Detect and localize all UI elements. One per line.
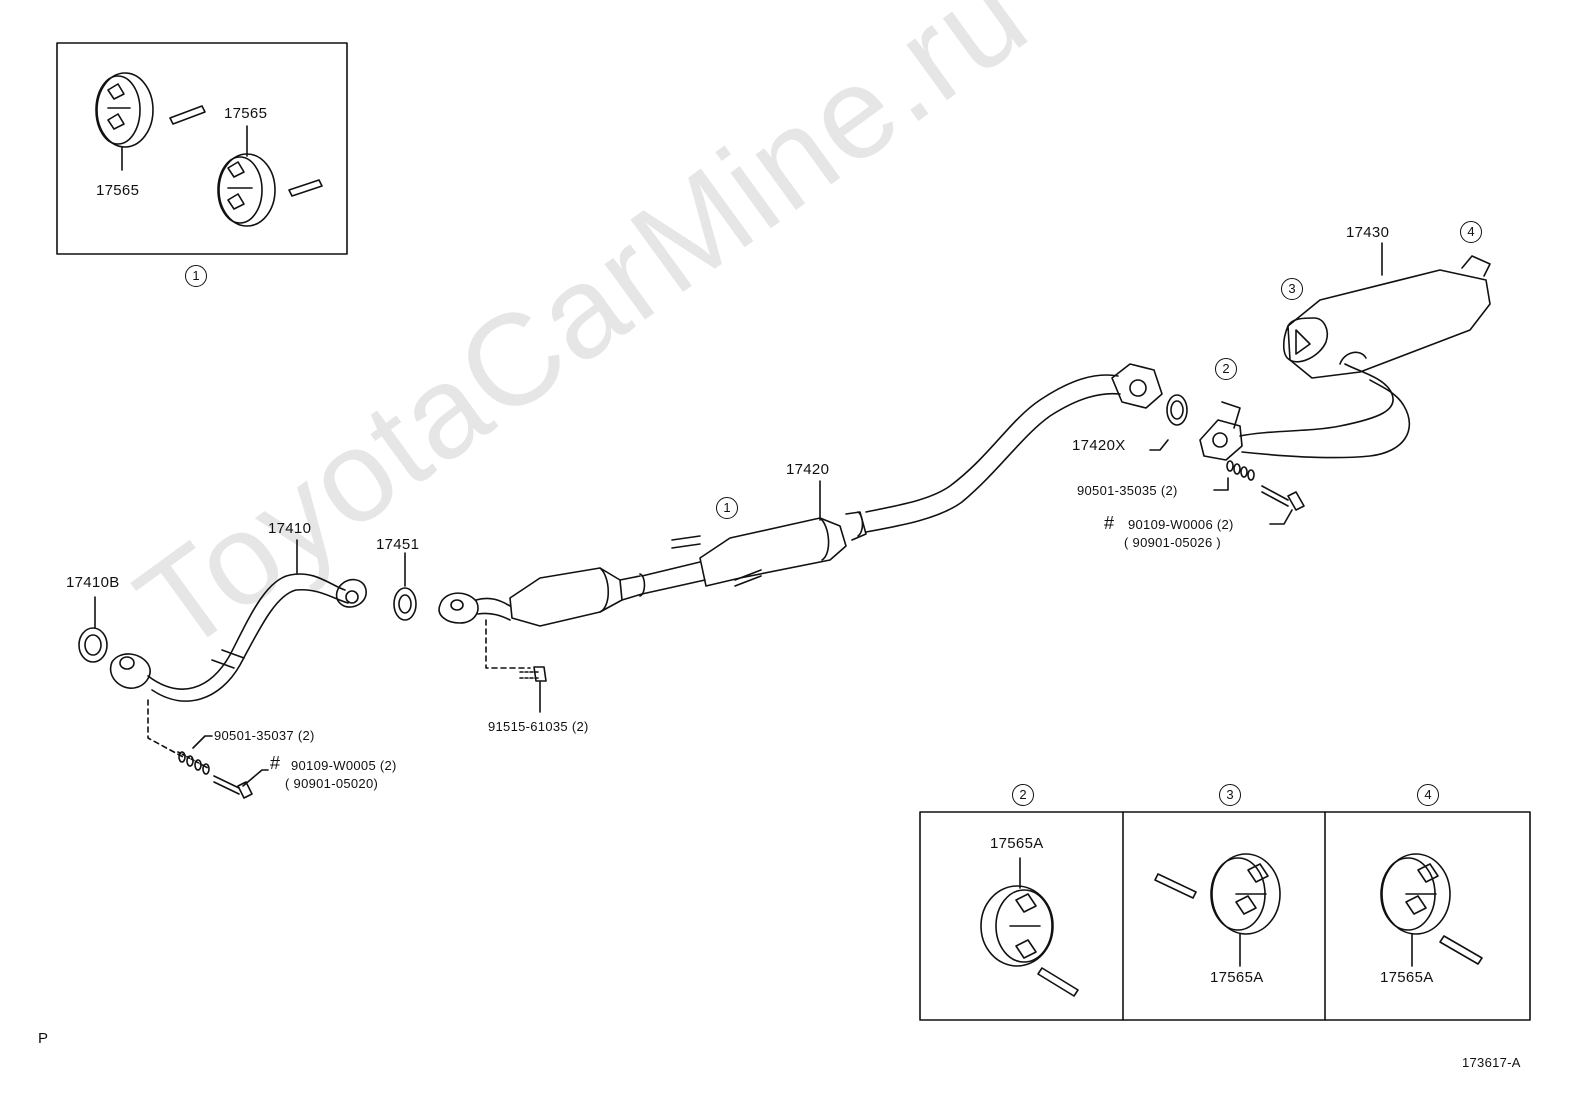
tail-pipe-muffler-17430-icon — [1199, 242, 1491, 461]
bolt-icon — [1261, 485, 1305, 511]
callout-1: 1 — [185, 265, 207, 287]
rubber-hanger-icon — [95, 72, 154, 171]
part-label-17430: 17430 — [1346, 224, 1390, 241]
gasket-17420x-icon — [1149, 394, 1188, 451]
hanger-pin-icon — [1154, 873, 1197, 899]
part-label-17565: 17565 — [96, 182, 140, 199]
part-label-17410b: 17410B — [66, 574, 120, 591]
callout-1: 1 — [716, 497, 738, 519]
bolt-icon — [213, 775, 253, 799]
hanger-pin-icon — [1439, 935, 1483, 965]
part-label-17410: 17410 — [268, 520, 312, 537]
front-pipe-17410-icon — [109, 539, 367, 702]
rubber-hanger-icon — [217, 125, 276, 227]
part-label-17420x: 17420X — [1072, 437, 1126, 454]
callout-2: 2 — [1215, 358, 1237, 380]
part-label-90901-05020: ( 90901-05020) — [285, 776, 379, 791]
callout-3: 3 — [1219, 784, 1241, 806]
part-label-90501-35037: 90501-35037 (2) — [214, 728, 315, 743]
center-pipe-17420-icon — [438, 363, 1163, 627]
page-mark: P — [38, 1030, 49, 1047]
hanger-pin-icon — [169, 105, 206, 125]
rubber-hanger-icon — [980, 857, 1054, 967]
callout-4: 4 — [1417, 784, 1439, 806]
part-label-17565a: 17565A — [1380, 969, 1434, 986]
rubber-hanger-icon — [1210, 853, 1281, 967]
callout-2: 2 — [1012, 784, 1034, 806]
part-label-17451: 17451 — [376, 536, 420, 553]
part-label-91515-61035: 91515-61035 (2) — [488, 719, 589, 734]
part-label-90901-05026: ( 90901-05026 ) — [1124, 535, 1222, 550]
detail-box-1 — [56, 42, 348, 255]
drawing-number: 173617-A — [1462, 1055, 1521, 1070]
callout-4: 4 — [1460, 221, 1482, 243]
gasket-17451-icon — [393, 552, 417, 621]
gasket-17410b-icon — [78, 596, 108, 663]
part-label-17565a: 17565A — [1210, 969, 1264, 986]
stud-bolt-icon — [1226, 460, 1255, 481]
callout-3: 3 — [1281, 278, 1303, 300]
hanger-pin-icon — [288, 179, 323, 197]
part-label-90109-w0006: 90109-W0006 (2) — [1128, 517, 1234, 532]
part-label-90501-35035: 90501-35035 (2) — [1077, 483, 1178, 498]
part-label-90109-w0005: 90109-W0005 (2) — [291, 758, 397, 773]
hash-mark: # — [1104, 513, 1115, 533]
hash-mark: # — [270, 753, 281, 773]
bolt-icon — [519, 666, 547, 682]
hanger-pin-icon — [1037, 967, 1079, 997]
part-label-17565: 17565 — [224, 105, 268, 122]
detail-box-2-3-4 — [919, 811, 1531, 1021]
rubber-hanger-icon — [1380, 853, 1451, 967]
stud-bolt-icon — [177, 751, 210, 775]
part-label-17565a: 17565A — [990, 835, 1044, 852]
part-label-17420: 17420 — [786, 461, 830, 478]
